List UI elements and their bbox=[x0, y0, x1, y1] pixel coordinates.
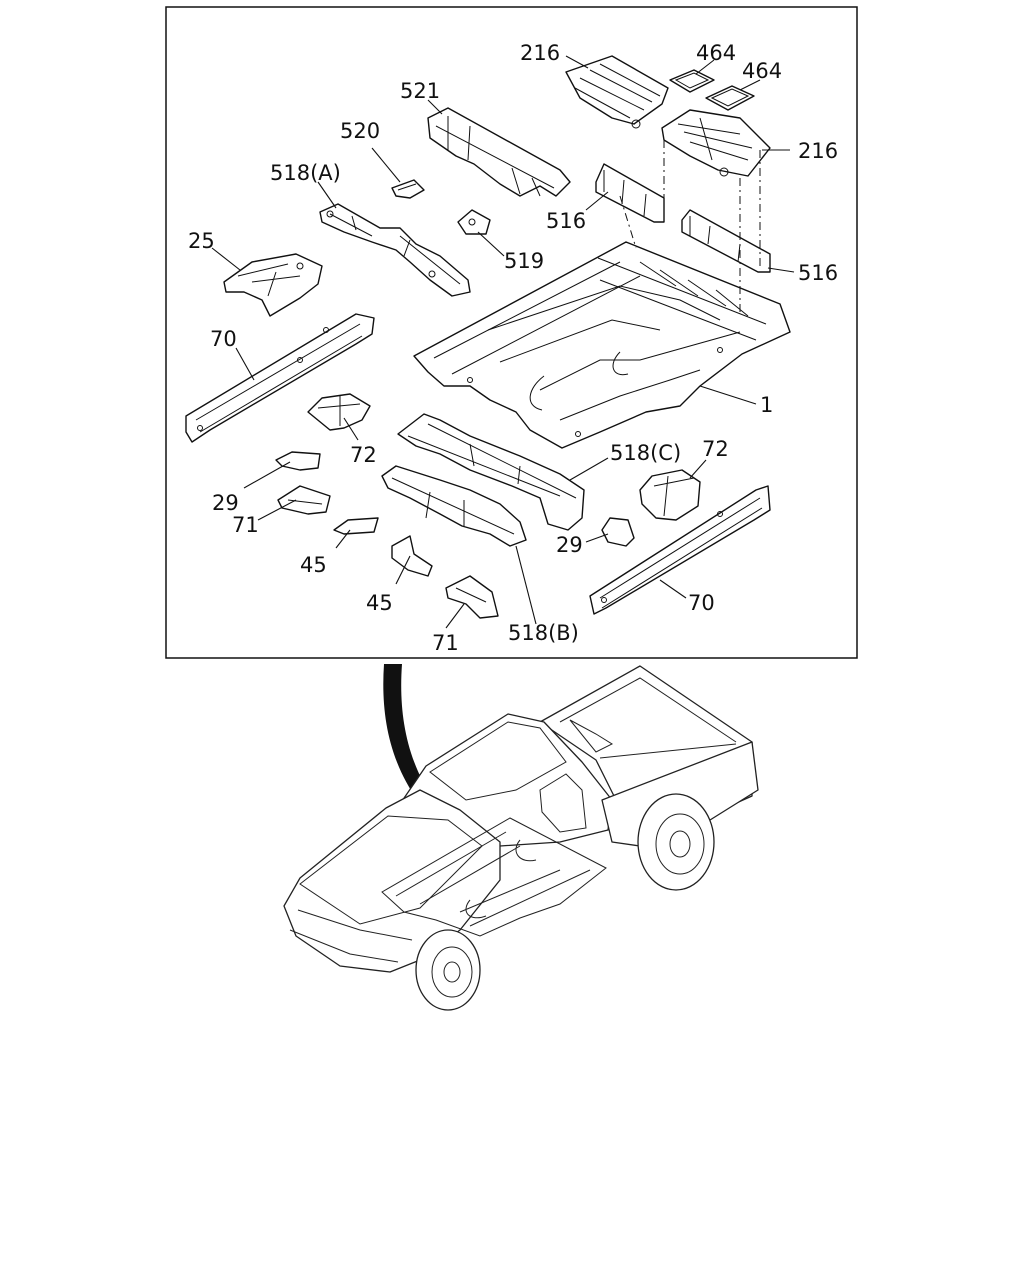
part-1-floor-panel bbox=[413, 241, 791, 449]
label-464-second: 464 bbox=[742, 59, 782, 83]
part-518a-member bbox=[319, 203, 471, 297]
label-521: 521 bbox=[400, 79, 440, 103]
label-45-lower: 45 bbox=[366, 591, 393, 615]
part-464-gasket-2 bbox=[705, 85, 755, 111]
label-71-lower: 71 bbox=[432, 631, 459, 655]
label-70-upper: 70 bbox=[210, 327, 237, 351]
part-72-bracket-right bbox=[639, 469, 701, 521]
label-516-upper: 516 bbox=[546, 209, 586, 233]
label-516-lower: 516 bbox=[798, 261, 838, 285]
pickup-truck-illustration bbox=[283, 665, 759, 1011]
part-216-lower bbox=[661, 109, 771, 177]
part-29-bracket-left bbox=[275, 451, 321, 471]
parts-frame bbox=[165, 6, 858, 659]
assembly-lines bbox=[619, 140, 761, 314]
part-520-bracket bbox=[391, 179, 425, 199]
label-29-left: 29 bbox=[212, 491, 239, 515]
label-520: 520 bbox=[340, 119, 380, 143]
part-70-rocker-right bbox=[589, 485, 771, 615]
part-labels: 216 464 464 521 216 520 518(A) 516 25 51… bbox=[188, 41, 838, 655]
label-464-first: 464 bbox=[696, 41, 736, 65]
label-25: 25 bbox=[188, 229, 215, 253]
part-45-plate-left bbox=[333, 517, 379, 535]
part-518b-member bbox=[381, 465, 527, 547]
label-72-left: 72 bbox=[350, 443, 377, 467]
part-29-bracket-right bbox=[601, 517, 635, 547]
label-518c: 518(C) bbox=[610, 441, 681, 465]
part-71-support-left bbox=[277, 485, 331, 515]
part-516-bracket-upper bbox=[595, 163, 665, 223]
part-516-bracket-lower bbox=[681, 209, 771, 273]
label-29-right: 29 bbox=[556, 533, 583, 557]
label-70-lower: 70 bbox=[688, 591, 715, 615]
part-518c-member bbox=[397, 413, 585, 531]
label-71-left: 71 bbox=[232, 513, 259, 537]
label-216-lower: 216 bbox=[798, 139, 838, 163]
part-521-crossmember bbox=[427, 107, 571, 197]
label-518a: 518(A) bbox=[270, 161, 341, 185]
part-25-bracket bbox=[223, 253, 323, 317]
part-70-rocker-left bbox=[185, 313, 375, 443]
part-519-bracket bbox=[457, 209, 491, 235]
label-1: 1 bbox=[760, 393, 773, 417]
part-71-support-lower bbox=[445, 575, 499, 619]
leader-lines bbox=[211, 55, 795, 629]
part-45-plate-lower bbox=[391, 535, 433, 577]
label-216-upper: 216 bbox=[520, 41, 560, 65]
label-519: 519 bbox=[504, 249, 544, 273]
part-216-upper bbox=[565, 55, 669, 129]
label-518b: 518(B) bbox=[508, 621, 579, 645]
part-464-gasket-1 bbox=[669, 69, 715, 93]
label-45-left: 45 bbox=[300, 553, 327, 577]
part-72-bracket-left bbox=[307, 393, 371, 431]
label-72-right: 72 bbox=[702, 437, 729, 461]
